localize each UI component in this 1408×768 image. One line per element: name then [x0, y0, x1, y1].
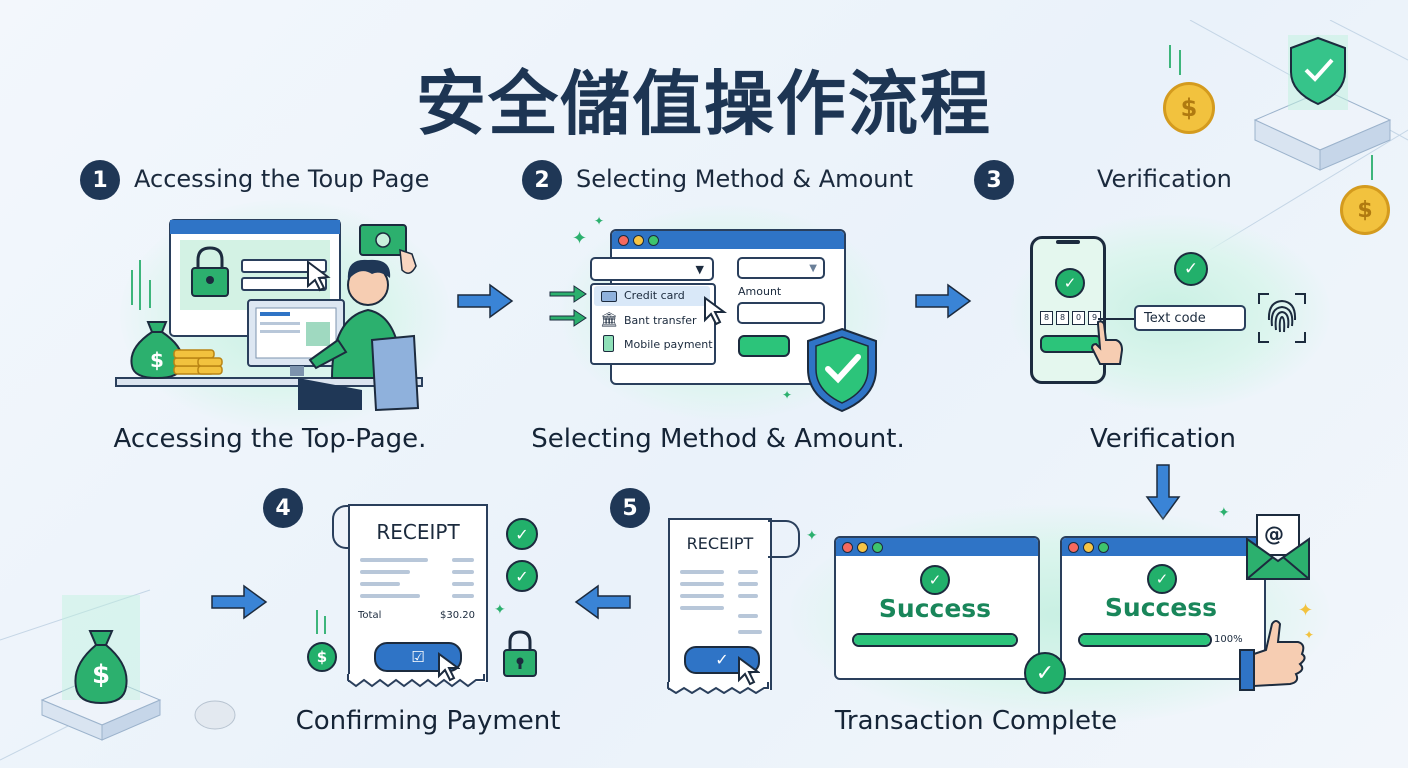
continue-button[interactable] [738, 335, 790, 357]
payment-method-dropdown[interactable]: ▼ [590, 257, 714, 281]
step-2-heading: Selecting Method & Amount [576, 165, 914, 193]
success-window-2 [1060, 536, 1266, 680]
text-code-field[interactable]: Text code [1134, 305, 1246, 331]
receipt-torn-edge [667, 682, 769, 694]
option-mobile-payment-label[interactable]: Mobile payment [624, 338, 713, 351]
receipt-main: RECEIPT [348, 504, 488, 682]
cursor-icon [738, 656, 760, 686]
money-bag-icon [70, 625, 132, 707]
amount-label: Amount [738, 285, 782, 298]
mobile-icon [603, 335, 614, 352]
security-platform-decoration [1169, 20, 1408, 250]
step-4-badge: 4 [263, 488, 303, 528]
progress-fill [1080, 635, 1210, 645]
step-5-caption: Transaction Complete [834, 706, 1118, 736]
shield-check-icon [807, 327, 877, 413]
confirm-button-small[interactable]: ✓ [684, 646, 760, 674]
gold-coin-icon: $ [1340, 185, 1390, 235]
phone-frame [1030, 236, 1106, 384]
cursor-icon [704, 296, 728, 326]
email-icon [1246, 514, 1310, 580]
step-1-caption: Accessing the Top-Page. [113, 424, 427, 454]
chevron-down-icon: ▼ [695, 262, 704, 276]
progress-bar-2 [1078, 633, 1212, 647]
step-4-caption: Confirming Payment [295, 706, 561, 736]
option-pointer-arrows [549, 285, 587, 327]
verified-check-icon: ✓ [1174, 252, 1208, 286]
email-at-symbol: @ [1264, 522, 1284, 546]
receipt-total-value: $30.20 [440, 610, 475, 621]
step-3-heading: Verification [1097, 165, 1232, 193]
credit-card-icon [601, 291, 617, 302]
arrow-right-icon [211, 584, 268, 620]
step-2-caption: Selecting Method & Amount. [531, 424, 905, 454]
cursor-icon [438, 652, 460, 682]
success-check-icon: ✓ [920, 565, 950, 595]
sparkle-icon: ✦ [494, 602, 506, 618]
step-1-heading: Accessing the Toup Page [134, 165, 430, 193]
success-label-1: Success [878, 594, 992, 623]
step-1-badge: 1 [80, 160, 120, 200]
svg-text:$: $ [150, 348, 164, 372]
tapping-hand-icon [1090, 320, 1124, 365]
option-bank-transfer-label[interactable]: Bant transfer [624, 314, 697, 327]
receipt-check-icon: ✓ [506, 560, 538, 592]
arrow-down-icon [1145, 464, 1181, 521]
sparkle-icon: ✦ [1218, 505, 1230, 521]
sparkle-icon: ✦ [782, 388, 793, 402]
receipt-main-title: RECEIPT [376, 520, 460, 544]
step-2-badge: 2 [522, 160, 562, 200]
money-bag-dollar-sign: $ [91, 660, 111, 690]
receipt-check-icon: ✓ [506, 518, 538, 550]
complete-check-icon: ✓ [1024, 652, 1066, 694]
currency-select[interactable]: ▼ [737, 257, 825, 279]
arrow-right-icon [457, 283, 514, 319]
step-1-illustration: $ [115, 219, 423, 412]
arrow-right-icon [915, 283, 972, 319]
success-label-2: Success [1104, 593, 1218, 622]
option-credit-card[interactable] [594, 286, 710, 306]
progress-bar-1 [852, 633, 1018, 647]
verification-code-boxes: 8 8 0 9 [1040, 311, 1101, 325]
sparkle-icon: ✦ [1304, 628, 1315, 642]
progress-percent: 100% [1214, 634, 1243, 645]
option-credit-card-label: Credit card [624, 289, 685, 302]
amount-input[interactable] [737, 302, 825, 324]
sparkle-icon: ✦ [594, 214, 605, 228]
receipt-torn-edge [347, 674, 485, 688]
step-3-caption: Verification [1089, 424, 1237, 454]
page-title: 安全儲值操作流程 [416, 63, 992, 145]
success-window-1 [834, 536, 1040, 680]
arrow-left-icon [574, 584, 631, 620]
sparkle-icon: ✦ [572, 228, 588, 249]
receipt-small-title: RECEIPT [686, 534, 754, 553]
progress-fill [854, 635, 1016, 645]
receipt-total-label: Total [358, 610, 382, 621]
phone-check-icon: ✓ [1055, 268, 1085, 298]
step-3-badge: 3 [974, 160, 1014, 200]
sparkle-icon: ✦ [806, 528, 818, 544]
chevron-down-icon: ▼ [809, 262, 817, 274]
gold-coin-icon: $ [1163, 82, 1215, 134]
step-5-badge: 5 [610, 488, 650, 528]
fingerprint-icon[interactable] [1255, 290, 1309, 346]
dollar-coin-icon: $ [307, 642, 337, 672]
bank-icon: 🏛 [600, 312, 618, 328]
thumbs-up-icon [1239, 620, 1306, 691]
sparkle-icon: ✦ [1298, 600, 1314, 621]
lock-icon [503, 630, 537, 677]
success-check-icon: ✓ [1147, 564, 1177, 594]
